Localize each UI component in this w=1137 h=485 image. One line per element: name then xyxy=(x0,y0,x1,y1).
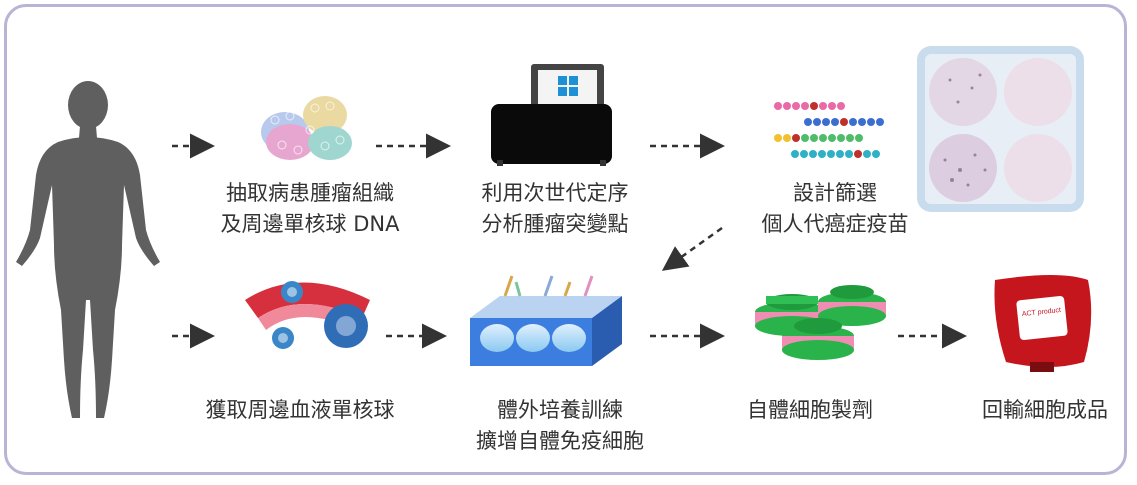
tumor-tissue-icon xyxy=(261,96,352,160)
sequencer-machine-icon xyxy=(491,64,612,166)
step-prepare-label: 自體細胞製劑 xyxy=(747,398,873,422)
step-sequence-label: 利用次世代定序 分析腫瘤突變點 xyxy=(481,181,629,236)
elispot-plates-photo xyxy=(917,46,1084,212)
step-infuse-label: 回輸細胞成品 xyxy=(982,398,1108,422)
step-design-label: 設計篩選 個人代癌症疫苗 xyxy=(761,181,909,236)
blood-bag-icon: ACT product xyxy=(994,275,1092,372)
cell-product-dishes-icon xyxy=(755,285,886,360)
flow-arrows xyxy=(172,133,967,349)
blood-vessel-icon xyxy=(245,281,370,349)
bag-label-text: ACT product xyxy=(1022,307,1062,318)
cell-culture-tray-icon xyxy=(470,275,622,366)
peptide-chains-icon xyxy=(774,102,884,158)
step-extract-label: 抽取病患腫瘤組織 及周邊單核球 DNA xyxy=(220,181,400,236)
human-silhouette xyxy=(16,81,160,418)
step-collect-label: 獲取周邊血液單核球 xyxy=(205,398,395,422)
step-culture-label: 體外培養訓練 擴增自體免疫細胞 xyxy=(476,398,644,453)
